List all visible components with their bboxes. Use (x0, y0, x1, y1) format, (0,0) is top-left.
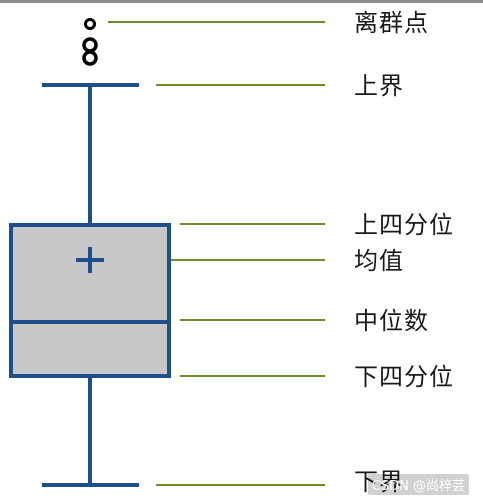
label-upper-bound: 上界 (354, 72, 404, 100)
outlier-circle-icon (82, 37, 98, 53)
outlier-markers (82, 18, 98, 66)
label-lower-quartile: 下四分位 (354, 363, 454, 391)
top-border (0, 0, 483, 3)
outlier-circle-icon (82, 50, 98, 66)
label-median: 中位数 (354, 307, 429, 335)
label-outlier: 离群点 (354, 9, 429, 37)
leader-lines (108, 21, 325, 486)
watermark: CSDN @尚梓芸 (367, 474, 469, 495)
plus-icon (76, 247, 104, 273)
label-mean: 均值 (354, 247, 404, 275)
outlier-circle-icon (84, 18, 96, 30)
label-lower-bound: 下界 (354, 468, 404, 496)
label-upper-quartile: 上四分位 (354, 211, 454, 239)
